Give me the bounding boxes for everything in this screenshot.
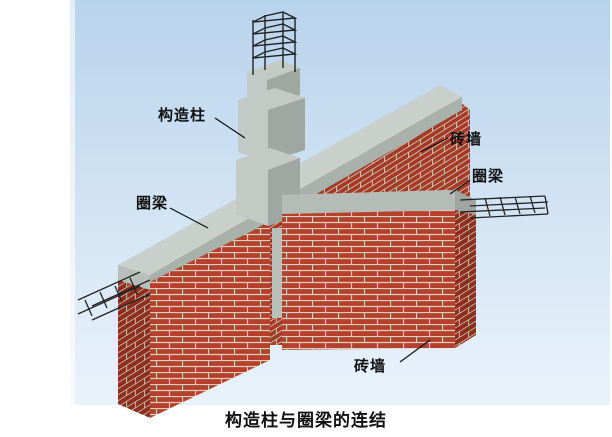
label-brick-wall-top: 砖墙 xyxy=(450,130,483,148)
leader-wall-top xyxy=(419,137,449,153)
label-brick-wall-bottom: 砖墙 xyxy=(354,357,387,375)
label-ring-beam-left: 圈梁 xyxy=(136,194,169,212)
left-beam-rebar xyxy=(77,271,151,321)
page-border-strip xyxy=(70,0,75,405)
label-ring-beam-right: 圈梁 xyxy=(472,167,505,185)
front-ring-beam-end xyxy=(455,190,476,215)
long-ring-beam-side xyxy=(150,97,462,290)
leader-beam-right xyxy=(449,179,471,195)
leader-wall-bottom xyxy=(399,339,431,363)
column-rebar-cage xyxy=(252,11,298,75)
left-wall-end xyxy=(150,222,270,418)
right-beam-rebar xyxy=(459,195,549,219)
leader-column xyxy=(214,117,246,139)
diagram-caption: 构造柱与圈梁的连结 xyxy=(225,411,387,431)
left-wall-front xyxy=(118,270,150,418)
leader-lines xyxy=(169,117,471,363)
leader-beam-left xyxy=(169,207,209,229)
label-constructional-column: 构造柱 xyxy=(158,106,207,124)
front-ring-beam xyxy=(282,190,455,214)
front-wall-side xyxy=(455,204,476,348)
front-wall-face xyxy=(282,204,455,350)
